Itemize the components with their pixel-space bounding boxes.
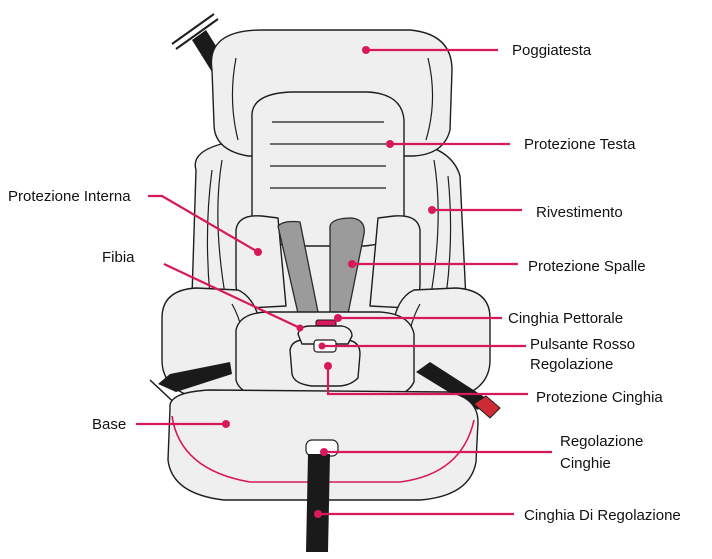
label-pulsante-rosso-line2: Regolazione [530, 356, 613, 373]
dot-base [222, 420, 230, 428]
dot-protezione-cinghia [324, 362, 332, 370]
label-cinghia-di-regolazione: Cinghia Di Regolazione [524, 507, 681, 524]
dot-pulsante-rosso [319, 343, 326, 350]
dot-poggiatesta [362, 46, 370, 54]
dot-rivestimento [428, 206, 436, 214]
pointer-cinghia-di-regolazione [314, 510, 514, 518]
dot-protezione-spalle [348, 260, 356, 268]
label-rivestimento: Rivestimento [536, 204, 623, 221]
dot-protezione-interna [254, 248, 262, 256]
label-protezione-testa: Protezione Testa [524, 136, 636, 153]
label-base: Base [92, 416, 126, 433]
label-cinghia-pettorale: Cinghia Pettorale [508, 310, 623, 327]
label-protezione-spalle: Protezione Spalle [528, 258, 646, 275]
dot-regolazione-cinghie [320, 448, 328, 456]
label-pulsante-rosso-line1: Pulsante Rosso [530, 336, 635, 353]
dot-protezione-testa [386, 140, 394, 148]
label-poggiatesta: Poggiatesta [512, 42, 592, 59]
label-protezione-cinghia: Protezione Cinghia [536, 389, 663, 406]
dot-cinghia-di-regolazione [314, 510, 322, 518]
label-regolazione-cinghie-line2: Cinghie [560, 455, 611, 472]
label-fibia: Fibia [102, 249, 135, 266]
dot-cinghia-pettorale [334, 314, 342, 322]
label-regolazione-cinghie-line1: Regolazione [560, 433, 643, 450]
dot-fibia [297, 325, 304, 332]
label-protezione-interna: Protezione Interna [8, 188, 131, 205]
